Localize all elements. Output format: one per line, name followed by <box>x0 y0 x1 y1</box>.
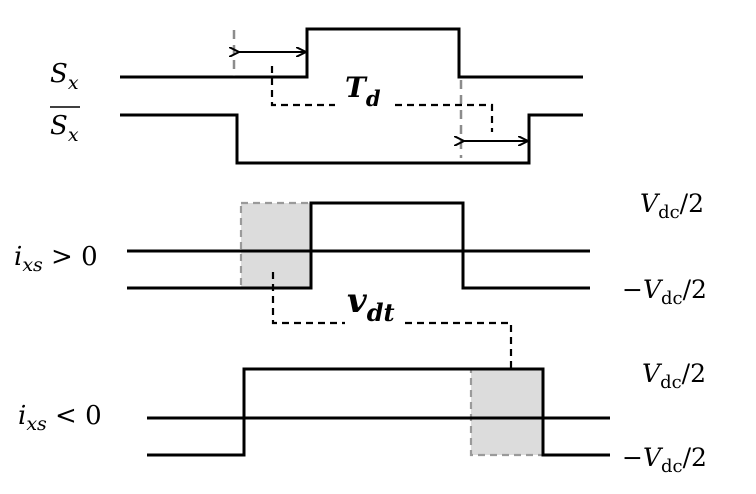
vdc-positive-label-bottom: Vdc/2 <box>642 359 706 393</box>
vdt-label: vdt <box>347 281 395 327</box>
ixs-negative-label: ixs < 0 <box>18 401 102 435</box>
sx-label: Sx <box>50 59 79 94</box>
sx-waveform <box>120 27 583 79</box>
vdc-negative-label-bottom: −Vdc/2 <box>622 443 707 477</box>
vdt-leader-line <box>271 272 513 382</box>
ixs-positive-voltage-waveform <box>127 201 590 290</box>
td-leader-line <box>270 66 494 132</box>
dead-time-error-region-negative <box>469 367 545 457</box>
sx-bar-label: Sx <box>50 106 80 146</box>
sx-bar-waveform <box>120 113 583 165</box>
svg-text:Sx: Sx <box>50 111 79 146</box>
dead-time-error-region-positive <box>239 201 313 290</box>
vdc-positive-label-top: Vdc/2 <box>640 189 704 223</box>
ixs-negative-voltage-waveform <box>147 367 610 457</box>
vdc-negative-label-top: −Vdc/2 <box>622 275 707 309</box>
ixs-positive-label: ixs > 0 <box>14 242 98 276</box>
td-label: Td <box>345 71 381 111</box>
